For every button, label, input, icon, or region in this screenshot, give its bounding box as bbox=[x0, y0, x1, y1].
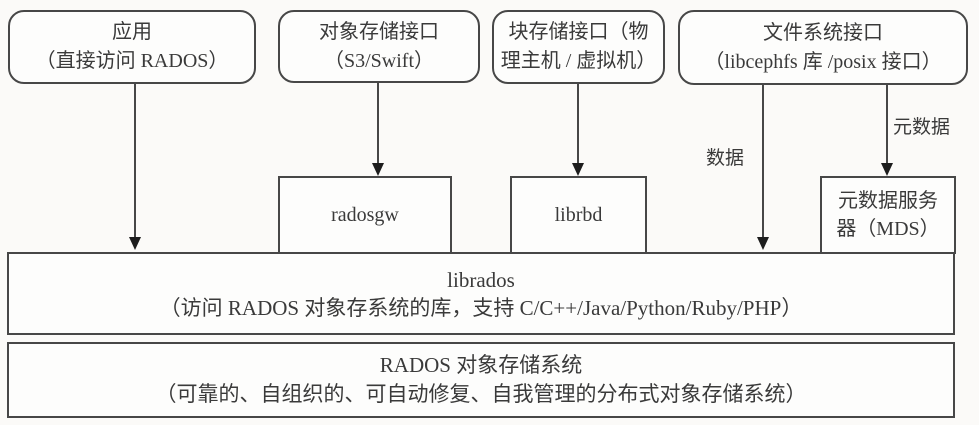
arrow-shaft bbox=[134, 84, 136, 237]
radosgw-label: radosgw bbox=[331, 203, 399, 226]
metadata-flow-label: 元数据 bbox=[893, 117, 951, 138]
application-box: 应用 （直接访问 RADOS） bbox=[8, 10, 256, 84]
object-storage-interface-subtitle: （S3/Swift） bbox=[323, 49, 435, 72]
mds-label-line1: 元数据服务 bbox=[838, 190, 938, 212]
application-box-title: 应用 bbox=[112, 21, 152, 43]
arrow-shaft bbox=[762, 85, 764, 237]
mds-label-line2: 器（MDS） bbox=[836, 218, 940, 240]
arrow-shaft bbox=[577, 84, 579, 163]
arrow-shaft bbox=[377, 83, 379, 163]
object-storage-interface-title: 对象存储接口 bbox=[319, 20, 439, 43]
arrow-head-icon bbox=[129, 237, 141, 250]
librbd-label: librbd bbox=[554, 203, 603, 226]
mds-box: 元数据服务 器（MDS） bbox=[820, 176, 956, 254]
block-storage-interface-subtitle: 理主机 / 虚拟机） bbox=[500, 50, 657, 72]
object-storage-interface-box: 对象存储接口 （S3/Swift） bbox=[278, 10, 480, 83]
filesystem-interface-box: 文件系统接口 （libcephfs 库 /posix 接口） bbox=[678, 10, 968, 85]
arrow-head-icon bbox=[372, 163, 384, 176]
librados-layer-box: librados （访问 RADOS 对象存系统的库，支持 C/C++/Java… bbox=[7, 252, 955, 335]
arrow-shaft bbox=[886, 85, 888, 163]
rados-layer-box: RADOS 对象存储系统 （可靠的、自组织的、可自动修复、自我管理的分布式对象存… bbox=[7, 342, 955, 418]
block-storage-interface-box: 块存储接口（物 理主机 / 虚拟机） bbox=[492, 10, 665, 84]
librbd-box: librbd bbox=[510, 176, 647, 254]
arrow-head-icon bbox=[881, 163, 893, 176]
radosgw-box: radosgw bbox=[278, 176, 452, 254]
application-box-subtitle: （直接访问 RADOS） bbox=[35, 50, 229, 72]
rados-layer-subtitle: （可靠的、自组织的、可自动修复、自我管理的分布式对象存储系统） bbox=[155, 382, 807, 406]
librados-layer-title: librados bbox=[447, 267, 515, 292]
rados-layer-title: RADOS 对象存储系统 bbox=[379, 353, 583, 377]
filesystem-interface-title: 文件系统接口 bbox=[763, 21, 883, 44]
arrow-head-icon bbox=[572, 163, 584, 176]
librados-layer-subtitle: （访问 RADOS 对象存系统的库，支持 C/C++/Java/Python/R… bbox=[159, 295, 803, 320]
block-storage-interface-title: 块存储接口（物 bbox=[508, 21, 649, 43]
data-flow-label: 数据 bbox=[706, 148, 745, 169]
filesystem-interface-subtitle: （libcephfs 库 /posix 接口） bbox=[704, 50, 942, 73]
arrow-head-icon bbox=[757, 237, 769, 250]
